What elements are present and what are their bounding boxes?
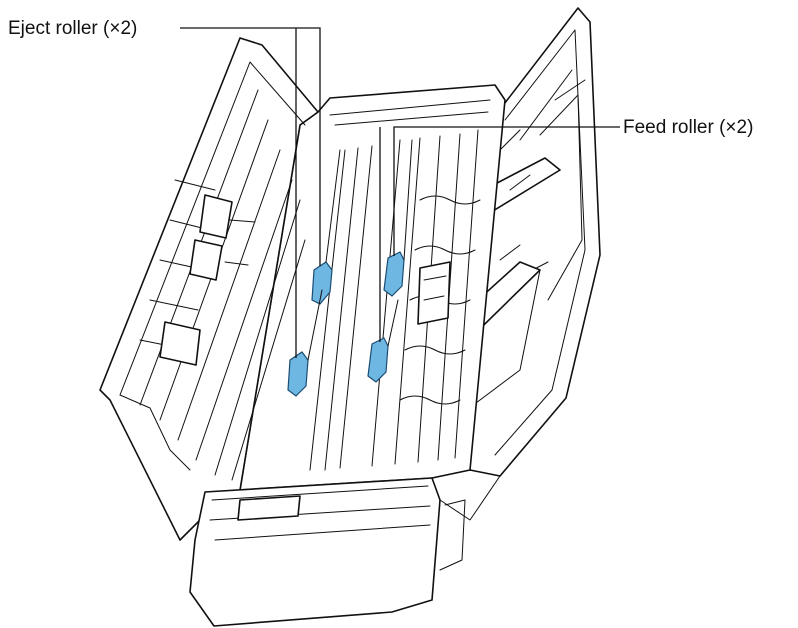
scanner-body [239, 84, 506, 491]
adf-cover [99, 37, 319, 541]
feed-roller-label: Feed roller (×2) [623, 117, 753, 138]
eject-roller-lower [287, 351, 309, 397]
feed-roller-callout: Feed roller (×2) [379, 117, 753, 342]
eject-roller-callout: Eject roller (×2) [8, 18, 321, 358]
feed-roller-leader [379, 126, 620, 342]
feed-roller-upper [383, 251, 405, 297]
rollers [287, 139, 413, 397]
stacker [189, 469, 501, 627]
eject-roller-label: Eject roller (×2) [8, 18, 137, 39]
eject-roller-leader [180, 27, 321, 358]
feed-roller-lower [367, 337, 389, 383]
